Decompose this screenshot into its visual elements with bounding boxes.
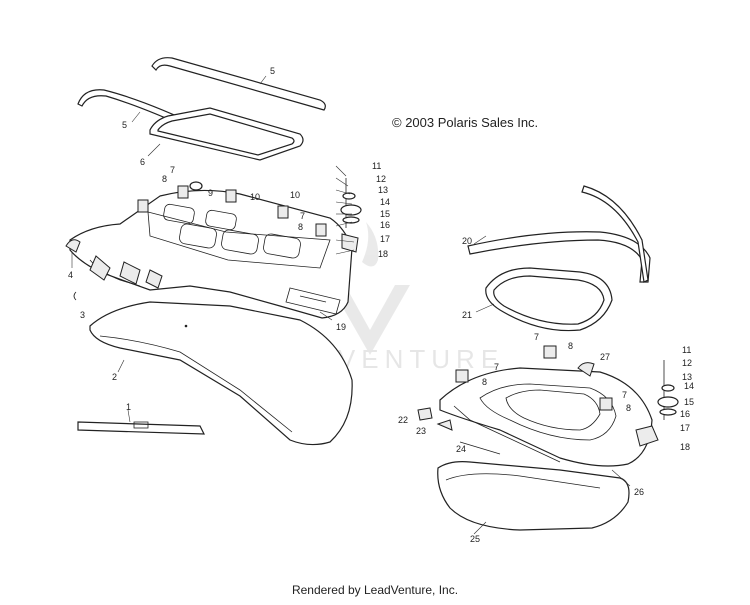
callout-7e: 7 [622,390,627,400]
rendered-by-footer: Rendered by LeadVenture, Inc. [291,583,459,597]
callout-12b: 12 [682,358,692,368]
callout-16a: 16 [380,220,390,230]
callout-12a: 12 [376,174,386,184]
callout-1: 1 [126,402,131,412]
callout-8b: 8 [298,222,303,232]
callout-labels: 5 5 6 7 8 9 10 10 7 8 11 12 13 14 15 16 … [68,66,694,544]
trim-strip-right [467,185,651,283]
callout-13b: 13 [682,372,692,382]
callout-15b: 15 [684,397,694,407]
callout-8a: 8 [162,174,167,184]
gasket-frame [149,107,304,161]
callout-26: 26 [634,487,644,497]
callout-4: 4 [68,270,73,280]
callout-6: 6 [140,157,145,167]
callout-15a: 15 [380,209,390,219]
callout-7b: 7 [300,211,305,221]
callout-17a: 17 [380,234,390,244]
callout-14b: 14 [684,381,694,391]
callout-18b: 18 [680,442,690,452]
callout-25: 25 [470,534,480,544]
fastener-group-left [65,178,362,301]
callout-8e: 8 [626,403,631,413]
seat-rod [77,421,205,435]
callout-24: 24 [456,444,466,454]
callout-8d: 8 [482,377,487,387]
callout-23: 23 [416,426,426,436]
storage-tray [417,345,679,467]
callout-13a: 13 [378,185,388,195]
callout-14a: 14 [380,197,390,207]
callout-11a: 11 [372,161,381,171]
callout-8c: 8 [568,341,573,351]
callout-7a: 7 [170,165,175,175]
callout-10a: 10 [250,192,260,202]
leader-lines [71,75,631,535]
callout-20: 20 [462,236,472,246]
callout-2: 2 [112,372,117,382]
callout-5a: 5 [270,66,275,76]
callout-17b: 17 [680,423,690,433]
callout-9: 9 [208,188,213,198]
copyright-notice: © 2003 Polaris Sales Inc. [392,115,539,130]
callout-16b: 16 [680,409,690,419]
gasket-frame-right [485,267,613,332]
seat-cover-right [437,461,630,531]
callout-11b: 11 [682,345,691,355]
callout-3: 3 [80,310,85,320]
seat-base [69,189,353,319]
trim-strip-upper [151,57,326,111]
callout-18a: 18 [378,249,388,259]
callout-7c: 7 [534,332,539,342]
callout-7d: 7 [494,362,499,372]
seat-cover-left [89,301,353,446]
callout-21: 21 [462,310,472,320]
callout-19: 19 [336,322,346,332]
callout-5b: 5 [122,120,127,130]
callout-10b: 10 [290,190,300,200]
callout-27: 27 [600,352,610,362]
callout-22: 22 [398,415,408,425]
